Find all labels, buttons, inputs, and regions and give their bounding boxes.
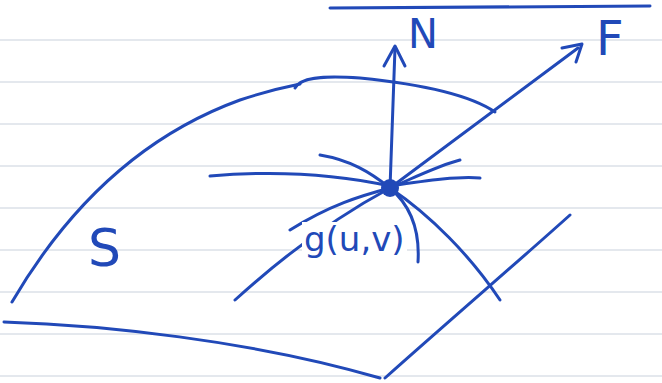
surface-edge (4, 322, 380, 378)
point-label: g(u,v) (302, 222, 407, 256)
point-dot (381, 179, 399, 197)
vector-label: F (596, 14, 624, 62)
arrowhead (384, 46, 405, 66)
normal-vector (390, 48, 395, 188)
surface-curve (210, 173, 480, 186)
ruled-lines (0, 40, 662, 376)
force-vector (390, 48, 578, 188)
surface-edge (385, 215, 570, 378)
surface-label: S (88, 222, 121, 274)
vector-label: N (408, 14, 438, 54)
top-rule (330, 6, 650, 8)
surface-curve (290, 188, 418, 262)
arrowhead (562, 44, 582, 62)
surface-edge (12, 84, 300, 302)
